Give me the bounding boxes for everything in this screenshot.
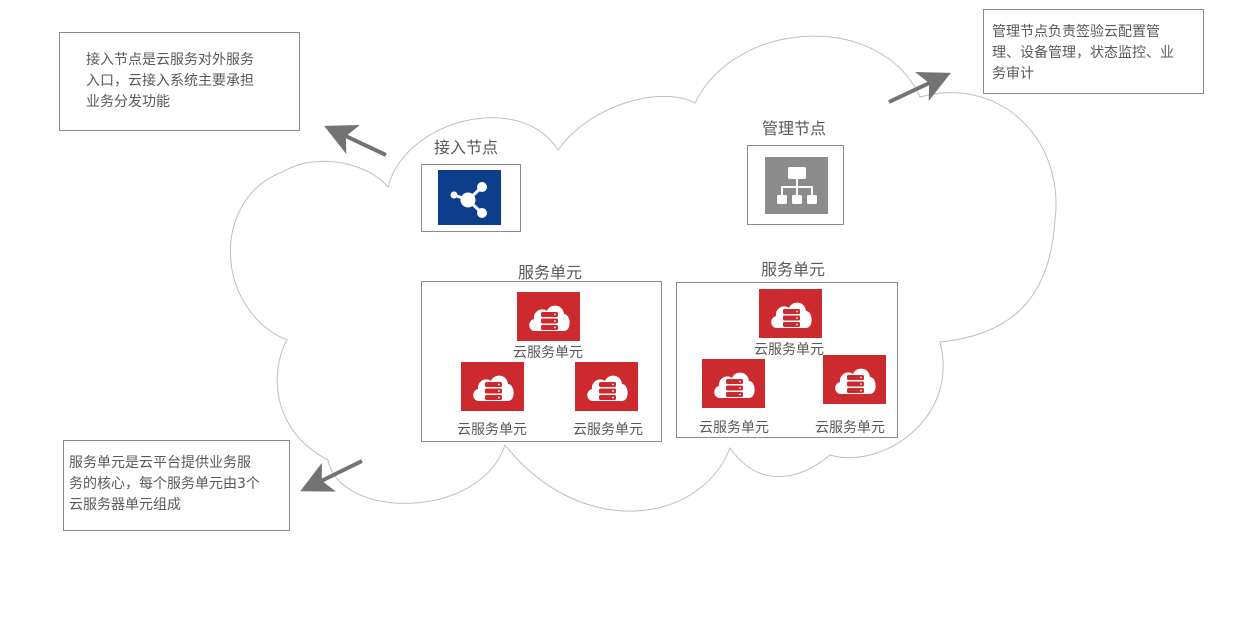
note-line: 服务单元是云平台提供业务服 <box>69 455 251 471</box>
management-node-tile <box>765 157 828 214</box>
cloud-server-icon <box>713 372 755 398</box>
note-line: 管理节点负责签验云配置管 <box>992 24 1160 40</box>
management-node-note: 管理节点负责签验云配置管 理、设备管理，状态监控、业 务审计 <box>983 9 1204 94</box>
service-unit-box[interactable]: 云服务单元 云服务单元 云服务单元 <box>421 281 662 442</box>
management-node-title: 管理节点 <box>761 119 826 138</box>
access-node-note: 接入节点是云服务对外服务 入口，云接入系统主要承担 业务分发功能 <box>59 32 300 131</box>
cloud-server-label: 云服务单元 <box>699 420 769 436</box>
note-line: 云服务器单元组成 <box>69 497 181 513</box>
service-unit-title: 服务单元 <box>760 260 825 279</box>
cloud-server-icon <box>528 305 570 331</box>
arrow-to-management-note <box>888 72 951 104</box>
management-node-box[interactable] <box>747 145 844 225</box>
cloud-server-tile[interactable] <box>461 362 524 411</box>
access-node-box[interactable] <box>421 164 521 232</box>
service-unit-box[interactable]: 云服务单元 云服务单元 云服务单元 <box>676 282 898 438</box>
cloud-server-icon <box>770 302 812 328</box>
cloud-server-tile[interactable] <box>702 359 765 408</box>
note-line: 务的核心，每个服务单元由3个 <box>69 476 260 492</box>
cloud-server-label: 云服务单元 <box>754 342 824 358</box>
access-node-title: 接入节点 <box>433 138 498 157</box>
cloud-server-tile[interactable] <box>575 362 638 411</box>
arrow-to-access-note <box>324 125 387 157</box>
cloud-server-label: 云服务单元 <box>573 422 643 438</box>
share-network-icon <box>450 181 487 218</box>
service-unit-title: 服务单元 <box>517 263 582 282</box>
cloud-server-tile[interactable] <box>823 355 886 404</box>
cloud-server-icon <box>834 368 876 394</box>
note-line: 入口，云接入系统主要承担 <box>86 73 254 89</box>
cloud-server-tile[interactable] <box>517 292 580 341</box>
cloud-server-label: 云服务单元 <box>457 422 527 438</box>
cloud-server-icon <box>472 375 514 401</box>
cloud-server-label: 云服务单元 <box>815 420 885 436</box>
note-line: 务审计 <box>992 66 1034 82</box>
access-node-tile <box>438 170 501 225</box>
service-unit-note: 服务单元是云平台提供业务服 务的核心，每个服务单元由3个 云服务器单元组成 <box>63 440 290 531</box>
hierarchy-icon <box>776 166 817 204</box>
cloud-server-icon <box>586 375 628 401</box>
cloud-server-tile[interactable] <box>759 289 822 338</box>
note-line: 理、设备管理，状态监控、业 <box>992 45 1174 61</box>
cloud-server-label: 云服务单元 <box>513 345 583 361</box>
note-line: 接入节点是云服务对外服务 <box>86 52 254 68</box>
arrow-to-service-unit-note <box>300 459 363 492</box>
note-line: 业务分发功能 <box>86 94 170 110</box>
